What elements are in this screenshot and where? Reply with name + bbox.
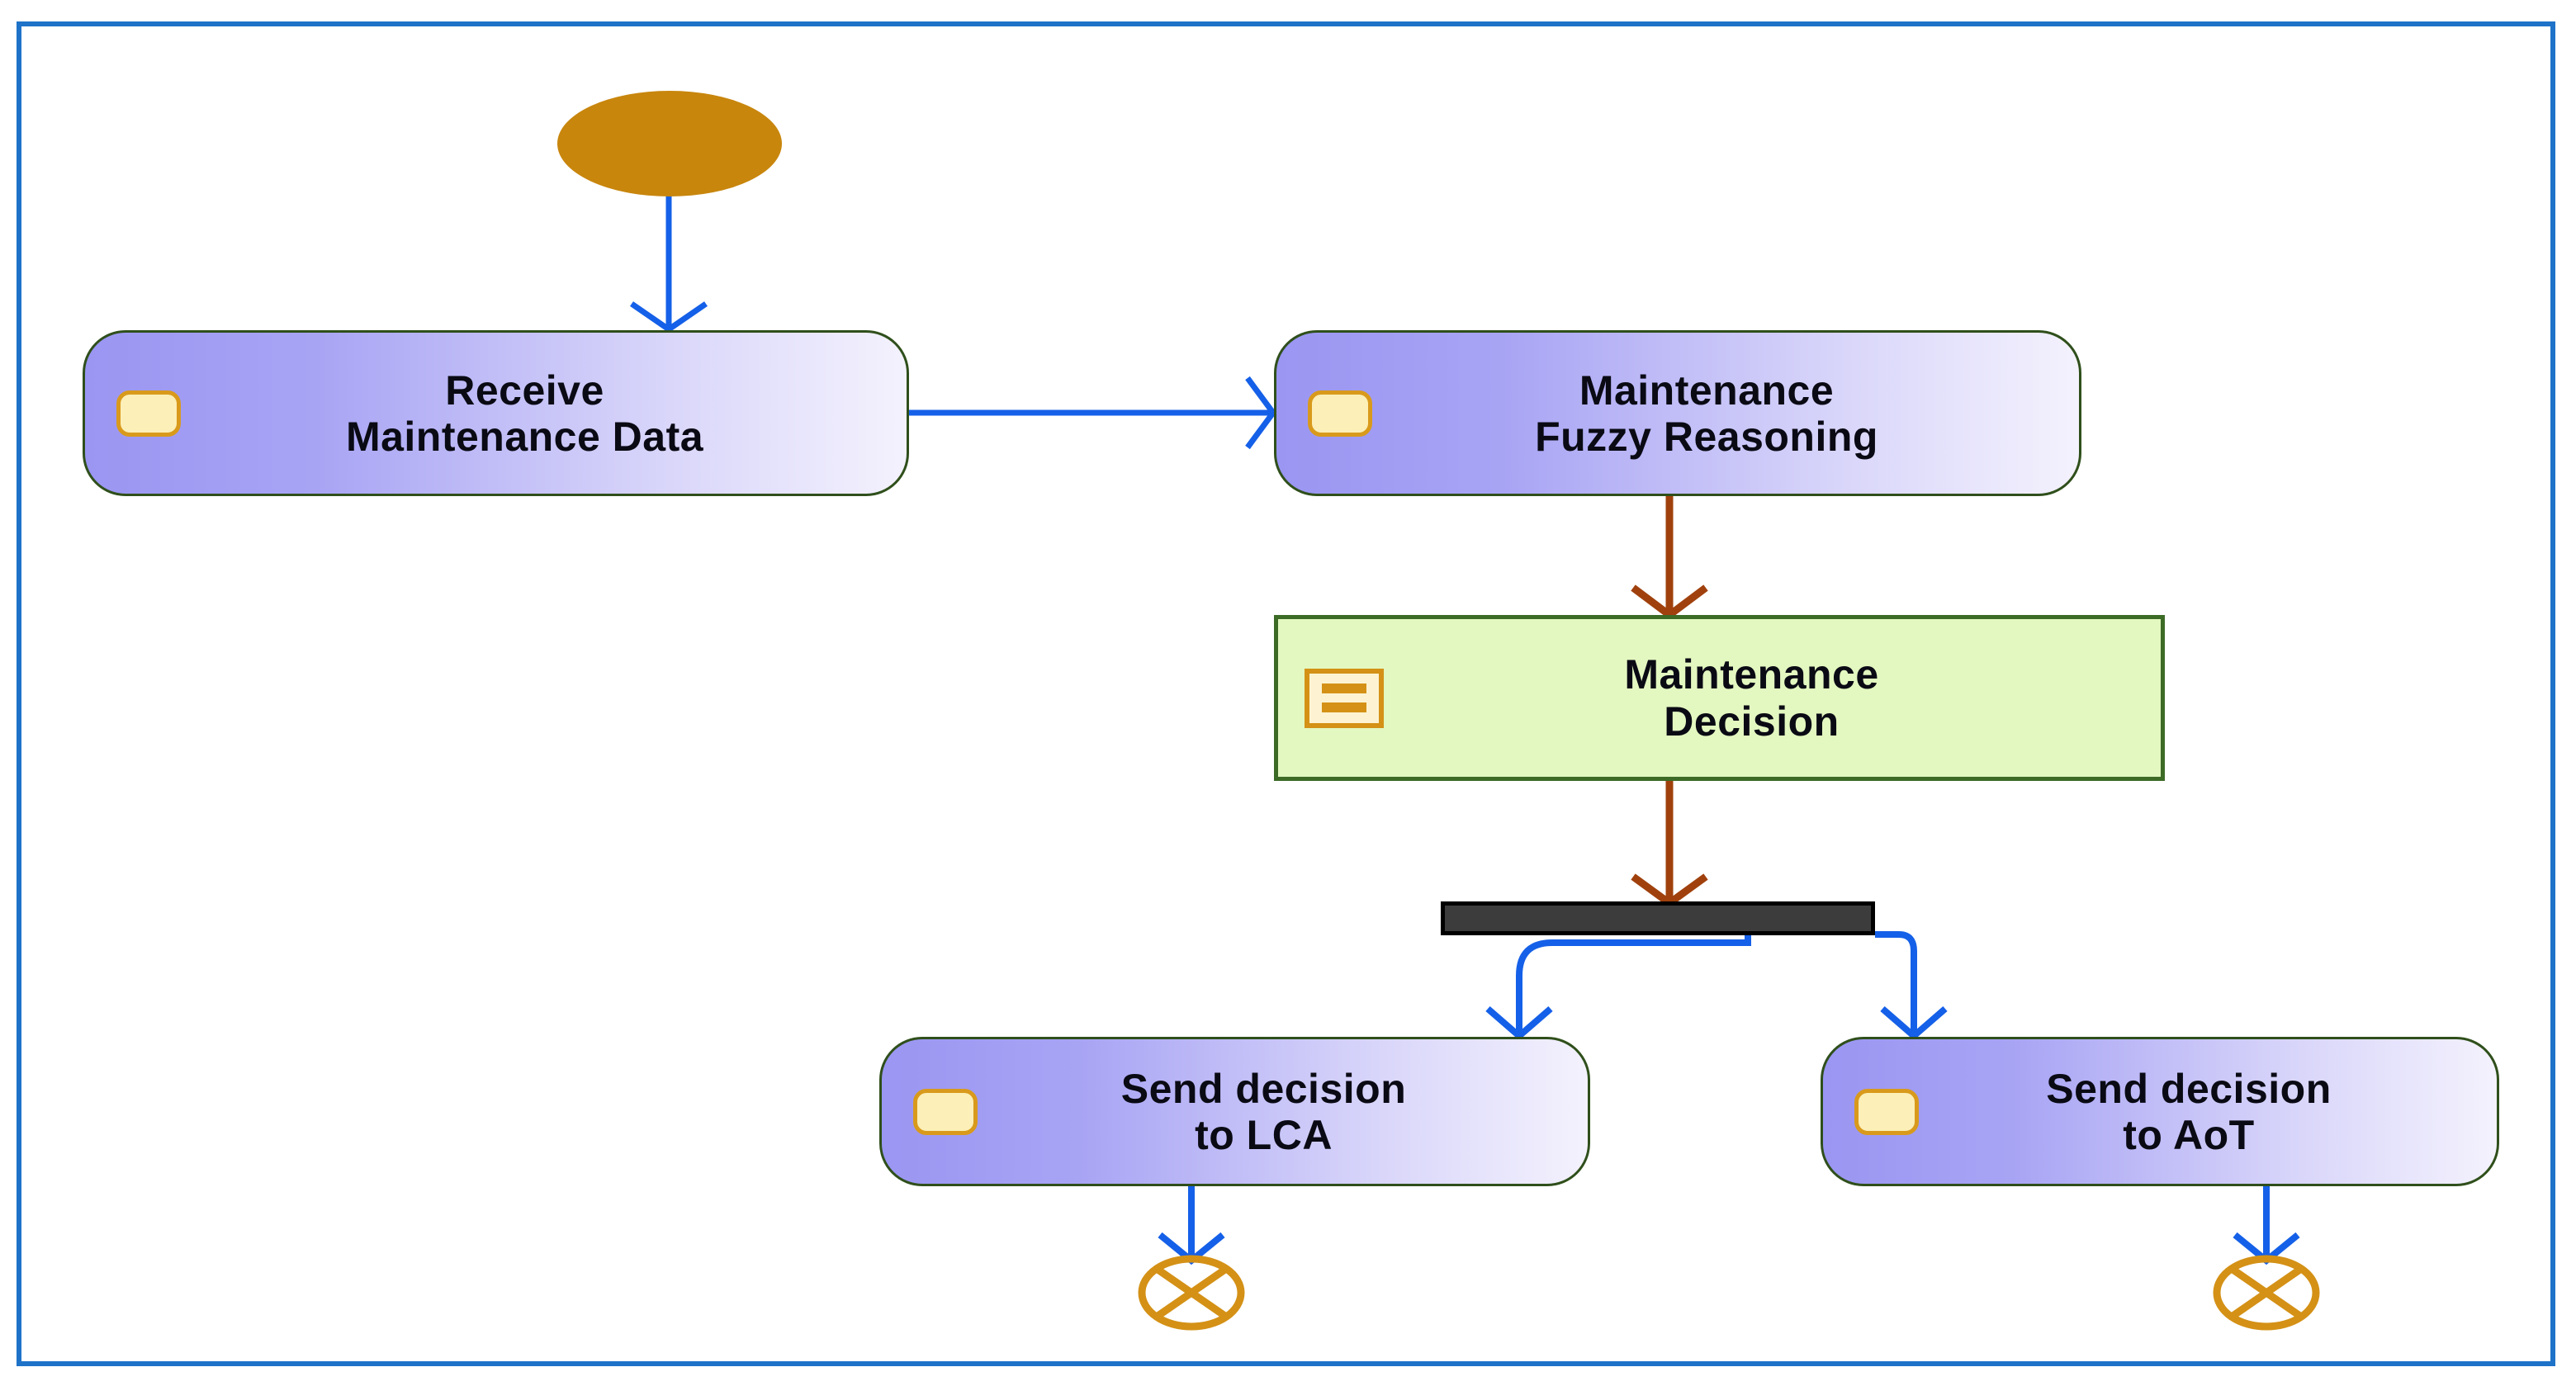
object-equals-icon — [1305, 668, 1384, 728]
action-icon — [913, 1088, 978, 1135]
action-label-maintenance-fuzzy-reasoning: Maintenance Fuzzy Reasoning — [1535, 367, 1878, 460]
object-node-maintenance-decision[interactable]: Maintenance Decision — [1274, 615, 2165, 781]
action-label-receive-maintenance-data: Receive Maintenance Data — [345, 367, 704, 460]
fork-node[interactable] — [1441, 901, 1875, 935]
action-node-send-decision-to-lca[interactable]: Send decision to LCA — [879, 1037, 1590, 1186]
action-icon — [1854, 1088, 1919, 1135]
flow-final-node-right[interactable] — [2217, 1259, 2316, 1327]
action-label-send-decision-to-aot: Send decision to AoT — [2046, 1065, 2332, 1158]
action-icon — [116, 390, 181, 437]
initial-node[interactable] — [557, 91, 782, 196]
action-node-maintenance-fuzzy-reasoning[interactable]: Maintenance Fuzzy Reasoning — [1274, 330, 2081, 496]
action-icon — [1308, 390, 1372, 437]
object-label-maintenance-decision: Maintenance Decision — [1624, 650, 1879, 745]
action-label-send-decision-to-lca: Send decision to LCA — [1120, 1065, 1407, 1158]
action-node-receive-maintenance-data[interactable]: Receive Maintenance Data — [83, 330, 909, 496]
action-node-send-decision-to-aot[interactable]: Send decision to AoT — [1821, 1037, 2499, 1186]
flow-final-node-left[interactable] — [1142, 1259, 1241, 1327]
